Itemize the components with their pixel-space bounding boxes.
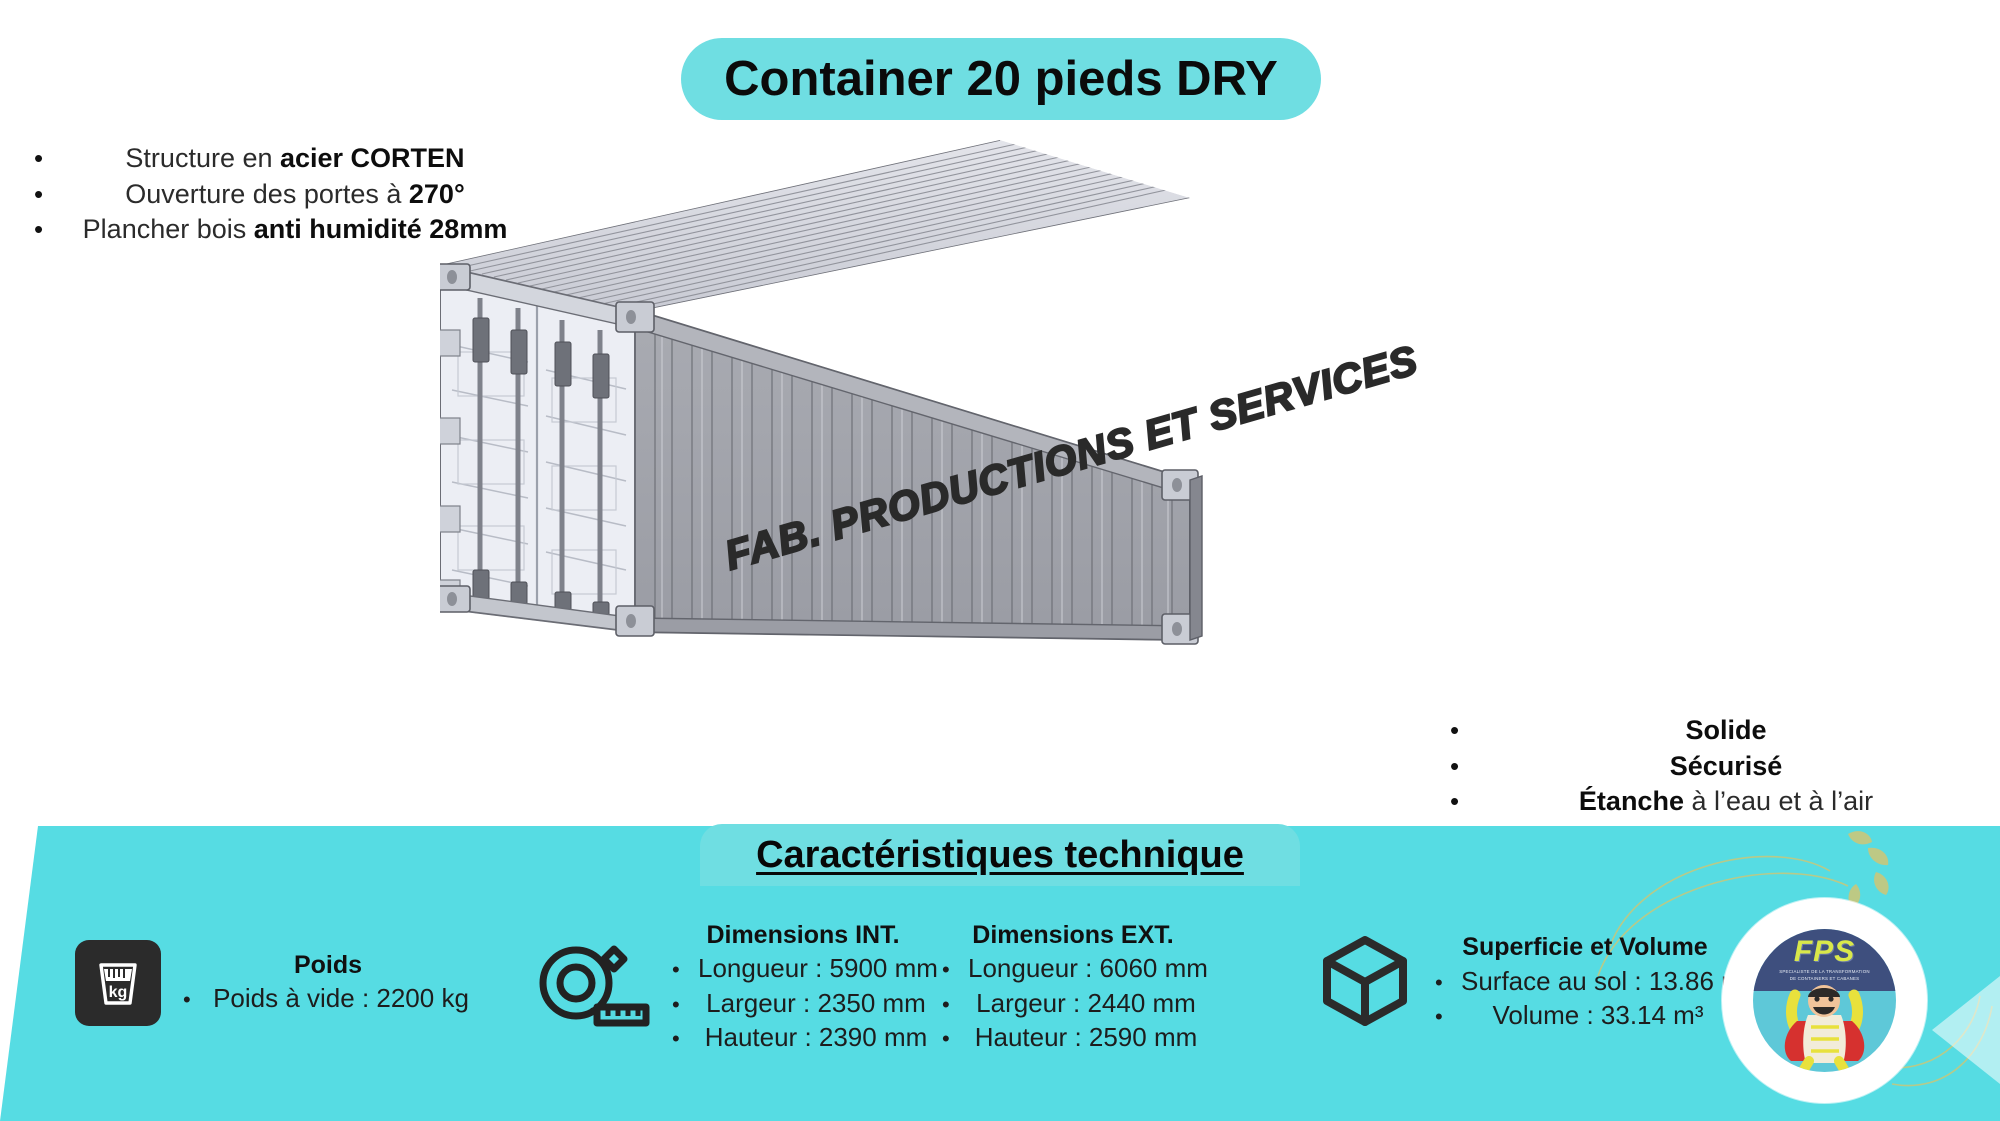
fps-logo: FPS SPECIALISTE DE LA TRANSFORMATION DE … bbox=[1722, 898, 1927, 1103]
spec-line: • Hauteur : 2390 mm bbox=[672, 1020, 934, 1055]
list-item: • Solide bbox=[1450, 715, 1960, 747]
feature-text: Structure en acier CORTEN bbox=[125, 143, 465, 173]
bullet-icon: • bbox=[183, 987, 191, 1013]
bullet-icon: • bbox=[34, 214, 44, 245]
spec-value: Longueur : 5900 mm bbox=[698, 953, 938, 984]
bullet-icon: • bbox=[672, 991, 680, 1017]
spec-line: • Largeur : 2440 mm bbox=[942, 986, 1204, 1021]
spec-line: • Surface au sol : 13.86 m² bbox=[1435, 964, 1751, 999]
fps-tagline-line1: SPECIALISTE DE LA TRANSFORMATION bbox=[1779, 969, 1870, 974]
spec-line: • Poids à vide : 2200 kg bbox=[183, 981, 473, 1016]
section-title: Caractéristiques technique bbox=[756, 833, 1244, 876]
spec-value: Volume : 33.14 m³ bbox=[1492, 1000, 1704, 1031]
corner-castings bbox=[440, 263, 1199, 645]
bullet-icon: • bbox=[1450, 786, 1460, 817]
list-item: • Ouverture des portes à 270° bbox=[34, 179, 514, 211]
feature-text: Plancher bois anti humidité 28mm bbox=[82, 214, 508, 245]
container-3d-illustration: FAB. PRODUCTIONS ET SERVICES bbox=[440, 140, 1580, 820]
bullet-icon: • bbox=[942, 991, 950, 1017]
spec-line: • Longueur : 5900 mm bbox=[672, 951, 938, 986]
spec-group-dimensions: Dimensions INT. • Longueur : 5900 mm • L… bbox=[534, 920, 1208, 1055]
page-title: Container 20 pieds DRY bbox=[724, 52, 1278, 106]
spec-value: Surface au sol : 13.86 m² bbox=[1461, 965, 1752, 996]
fps-tagline: SPECIALISTE DE LA TRANSFORMATION DE CONT… bbox=[1753, 969, 1896, 982]
bullet-icon: • bbox=[942, 957, 950, 983]
spec-value: Largeur : 2440 mm bbox=[976, 987, 1196, 1018]
feature-text: Sécurisé bbox=[1669, 750, 1783, 781]
fps-logo-artwork: FPS SPECIALISTE DE LA TRANSFORMATION DE … bbox=[1753, 929, 1896, 1072]
container-roof bbox=[440, 140, 1190, 312]
dimensions-ext-column: Dimensions EXT. • Longueur : 6060 mm • L… bbox=[942, 920, 1208, 1055]
feature-text: Étanche à l’eau et à l’air bbox=[1578, 786, 1874, 817]
bullet-icon: • bbox=[34, 143, 44, 173]
spec-title: Superficie et Volume bbox=[1462, 933, 1708, 962]
bullet-icon: • bbox=[1450, 750, 1460, 781]
spec-title: Poids bbox=[293, 951, 363, 980]
bullet-icon: • bbox=[1435, 1004, 1443, 1030]
spec-line: • Hauteur : 2590 mm bbox=[942, 1020, 1204, 1055]
spec-value: Hauteur : 2390 mm bbox=[704, 1022, 928, 1053]
fps-banner bbox=[1753, 929, 1896, 991]
spec-value: Largeur : 2350 mm bbox=[706, 987, 926, 1018]
list-item: • Sécurisé bbox=[1450, 751, 1960, 783]
page-title-pill: Container 20 pieds DRY bbox=[681, 38, 1321, 120]
fps-letters: FPS bbox=[1793, 935, 1856, 968]
feature-text: Solide bbox=[1685, 715, 1767, 745]
list-item: • Structure en acier CORTEN bbox=[34, 143, 514, 175]
fps-tagline-line2: DE CONTAINERS ET CABANES bbox=[1789, 975, 1860, 981]
section-title-pill: Caractéristiques technique bbox=[700, 824, 1300, 886]
features-right-list: • Solide • Sécurisé • Étanche à l’eau et… bbox=[1450, 715, 1960, 822]
weight-scale-kg-icon: kg bbox=[75, 940, 161, 1026]
spec-line: • Largeur : 2350 mm bbox=[672, 986, 934, 1021]
kg-icon-label: kg bbox=[109, 984, 128, 1001]
bullet-icon: • bbox=[34, 178, 44, 209]
list-item: • Plancher bois anti humidité 28mm bbox=[34, 214, 514, 246]
bullet-icon: • bbox=[1435, 969, 1443, 995]
features-left-list: • Structure en acier CORTEN • Ouverture … bbox=[34, 143, 514, 250]
spec-value: Hauteur : 2590 mm bbox=[974, 1022, 1198, 1053]
feature-text: Ouverture des portes à 270° bbox=[125, 178, 465, 209]
bullet-icon: • bbox=[942, 1026, 950, 1052]
bullet-icon: • bbox=[672, 1026, 680, 1052]
bullet-icon: • bbox=[1450, 715, 1460, 745]
fps-mascot bbox=[1784, 985, 1865, 1072]
spec-value: Poids à vide : 2200 kg bbox=[213, 983, 469, 1014]
spec-line: • Longueur : 6060 mm bbox=[942, 951, 1208, 986]
spec-value: Longueur : 6060 mm bbox=[968, 953, 1208, 984]
spec-group-volume: Superficie et Volume • Surface au sol : … bbox=[1315, 930, 1751, 1035]
container-doors bbox=[440, 264, 636, 634]
list-item: • Étanche à l’eau et à l’air bbox=[1450, 786, 1960, 818]
cube-3d-icon bbox=[1315, 930, 1415, 1035]
bullet-icon: • bbox=[672, 957, 680, 983]
spec-line: • Volume : 33.14 m³ bbox=[1435, 998, 1735, 1033]
spec-title: Dimensions EXT. bbox=[972, 921, 1174, 949]
spec-group-weight: kg Poids • Poids à vide : 2200 kg bbox=[75, 940, 473, 1026]
container-far-end bbox=[1189, 475, 1203, 641]
measuring-tape-icon bbox=[534, 935, 654, 1040]
dimensions-int-column: Dimensions INT. • Longueur : 5900 mm • L… bbox=[672, 920, 938, 1055]
spec-title: Dimensions INT. bbox=[706, 921, 900, 949]
